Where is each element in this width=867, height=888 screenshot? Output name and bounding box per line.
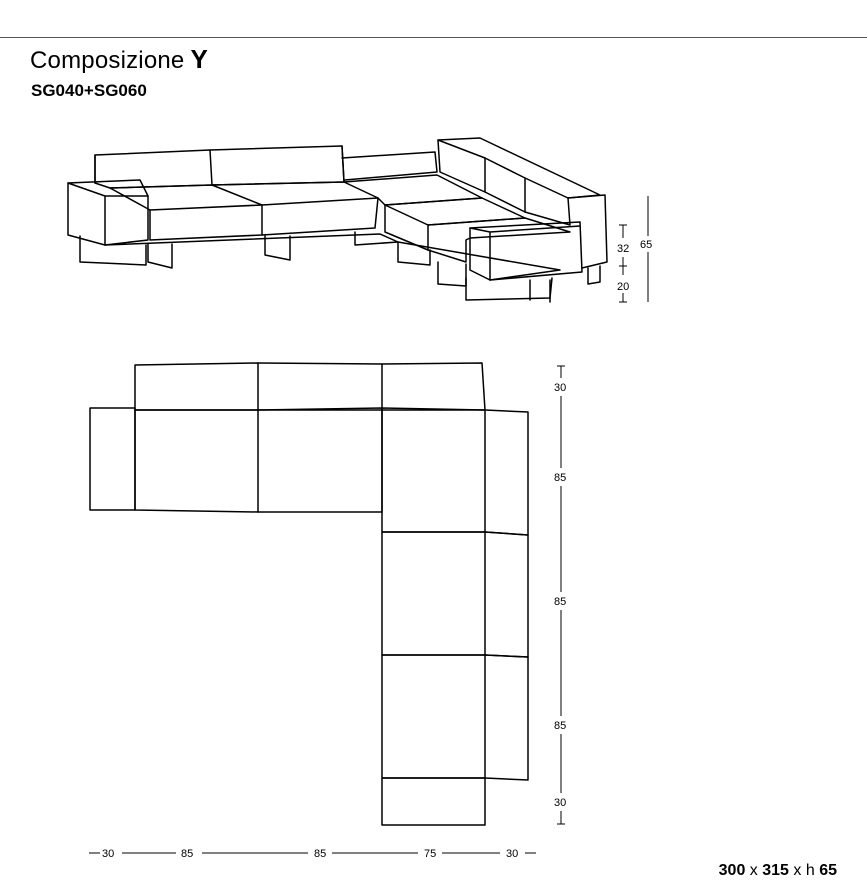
leg-1	[79, 235, 147, 266]
plan-vdim-3: 85	[554, 596, 566, 608]
armrest-left	[67, 179, 149, 246]
leg-7	[465, 277, 553, 301]
plan-hdim-5: 30	[506, 848, 518, 860]
plan-vertical-dimensions: 30 85 85 85 30	[554, 365, 566, 825]
perspective-view	[67, 137, 608, 303]
plan-hdim-3: 85	[314, 848, 326, 860]
plan-hdim-1: 30	[102, 848, 114, 860]
plan-vdim-5: 30	[554, 797, 566, 809]
plan-hdim-2: 85	[181, 848, 193, 860]
seat-cushion-right-2	[427, 217, 571, 263]
dim-sep-1: x	[749, 862, 758, 879]
leg-2	[147, 243, 173, 269]
plan-hdim-4: 75	[424, 848, 436, 860]
plan-back-right-3	[484, 654, 529, 781]
back-cushion-middle	[209, 145, 345, 186]
leg-5	[397, 241, 431, 266]
leg-6	[437, 261, 467, 287]
plan-vdim-2: 85	[554, 472, 566, 484]
seat-cushion-mid	[211, 181, 379, 206]
plan-back-3	[381, 362, 486, 411]
title-text: Composizione	[30, 47, 185, 74]
plan-seat-corner	[381, 407, 486, 533]
model-code: SG040+SG060	[31, 81, 147, 100]
sofa-base	[104, 233, 561, 281]
back-cushion-right-2	[484, 157, 526, 213]
total-height-label: 65	[640, 239, 652, 251]
plan-back-right-1	[484, 409, 529, 536]
leg-height-label: 20	[617, 281, 629, 293]
plan-vdim-4: 85	[554, 720, 566, 732]
dim-sep-2: x h	[793, 862, 815, 879]
plan-back-right-2	[484, 531, 529, 658]
overall-dimensions: 300 x 315 x h 65	[719, 862, 837, 880]
title-letter: Y	[190, 44, 209, 74]
back-cushion-right-3	[524, 177, 571, 226]
plan-armrest-left	[89, 407, 136, 511]
plan-seat-1	[134, 409, 259, 513]
plan-armrest-bottom	[381, 777, 486, 826]
leg-4	[354, 231, 399, 246]
armrest-right	[469, 221, 583, 281]
plan-vdim-1: 30	[554, 382, 566, 394]
elevation-dimensions: 32 20 65	[617, 196, 652, 303]
seat-cushion-left	[109, 184, 263, 211]
overall-width: 300	[718, 862, 746, 879]
back-cushion-corner	[341, 151, 438, 181]
overall-height: 65	[819, 862, 837, 879]
plan-seat-right-2	[381, 654, 486, 779]
plan-horizontal-dimensions: 30 85 85 75 30	[89, 848, 536, 860]
seat-height-label: 32	[617, 243, 629, 255]
plan-view	[89, 362, 529, 826]
seat-cushion-corner	[343, 174, 483, 206]
back-cushion-right-1	[437, 139, 486, 193]
plan-back-2	[257, 362, 383, 411]
overall-depth: 315	[762, 862, 789, 879]
back-cushion-left	[94, 149, 213, 189]
leg-3	[264, 235, 291, 261]
header-rule	[0, 37, 867, 38]
plan-back-1	[134, 362, 259, 411]
plan-seat-right-1	[381, 531, 486, 656]
plan-seat-2	[257, 407, 383, 513]
